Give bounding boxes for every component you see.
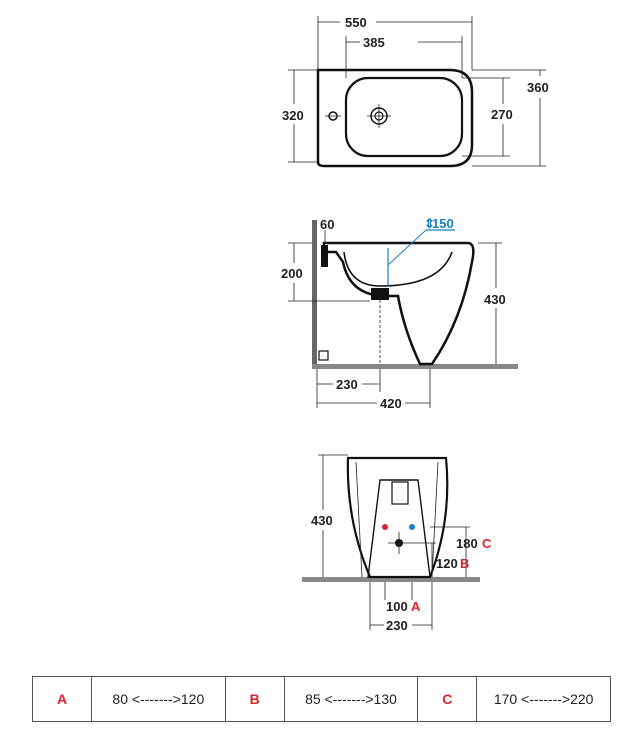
cold-inlet bbox=[409, 524, 415, 530]
hot-inlet bbox=[382, 524, 388, 530]
key-b: B bbox=[460, 556, 469, 571]
back-recess bbox=[367, 479, 431, 578]
table-row: A 80 <------->120 B 85 <------->130 C 17… bbox=[32, 676, 611, 722]
back-view: 430 180 C 120 B 100 A 230 bbox=[302, 454, 492, 633]
wall-outlet bbox=[318, 350, 329, 361]
floor-side bbox=[312, 364, 518, 369]
water-height-150: ⇕ bbox=[424, 216, 435, 231]
table-range-c: 170 <------->220 bbox=[476, 676, 611, 722]
table-range-b: 85 <------->130 bbox=[283, 676, 419, 722]
dim-230-side: 230 bbox=[336, 377, 358, 392]
table-range-a: 80 <------->120 bbox=[91, 676, 226, 722]
table-key-c: C bbox=[417, 676, 478, 722]
key-a: A bbox=[411, 599, 421, 614]
dim-385: 385 bbox=[363, 35, 385, 50]
basin-top-outline bbox=[344, 76, 464, 158]
dim-430-back: 430 bbox=[311, 513, 333, 528]
dim-230-back: 230 bbox=[386, 618, 408, 633]
dim-200: 200 bbox=[281, 266, 303, 281]
dim-100: 100 bbox=[386, 599, 408, 614]
top-view: 550 385 360 270 320 bbox=[282, 15, 549, 168]
tap-block bbox=[321, 245, 328, 267]
dim-420: 420 bbox=[380, 396, 402, 411]
table-key-a: A bbox=[32, 676, 92, 722]
dim-270: 270 bbox=[491, 107, 513, 122]
dim-150: 150 bbox=[432, 216, 454, 231]
side-view: ⇕ 150 60 200 430 230 420 bbox=[281, 216, 518, 411]
bidet-top-outline bbox=[316, 68, 474, 168]
floor-back bbox=[302, 577, 480, 582]
wall bbox=[312, 220, 317, 368]
dim-320: 320 bbox=[282, 108, 304, 123]
bidet-side-outline bbox=[322, 241, 475, 366]
dim-180: 180 bbox=[456, 536, 478, 551]
dim-430-side: 430 bbox=[484, 292, 506, 307]
dim-550: 550 bbox=[345, 15, 367, 30]
dim-360: 360 bbox=[527, 80, 549, 95]
technical-drawing: 550 385 360 270 320 bbox=[281, 15, 549, 633]
key-c: C bbox=[482, 536, 492, 551]
siphon bbox=[371, 288, 389, 300]
table-key-b: B bbox=[224, 676, 285, 722]
dim-60: 60 bbox=[320, 217, 334, 232]
adjustment-table: A 80 <------->120 B 85 <------->130 C 17… bbox=[32, 676, 611, 722]
dim-120: 120 bbox=[436, 556, 458, 571]
